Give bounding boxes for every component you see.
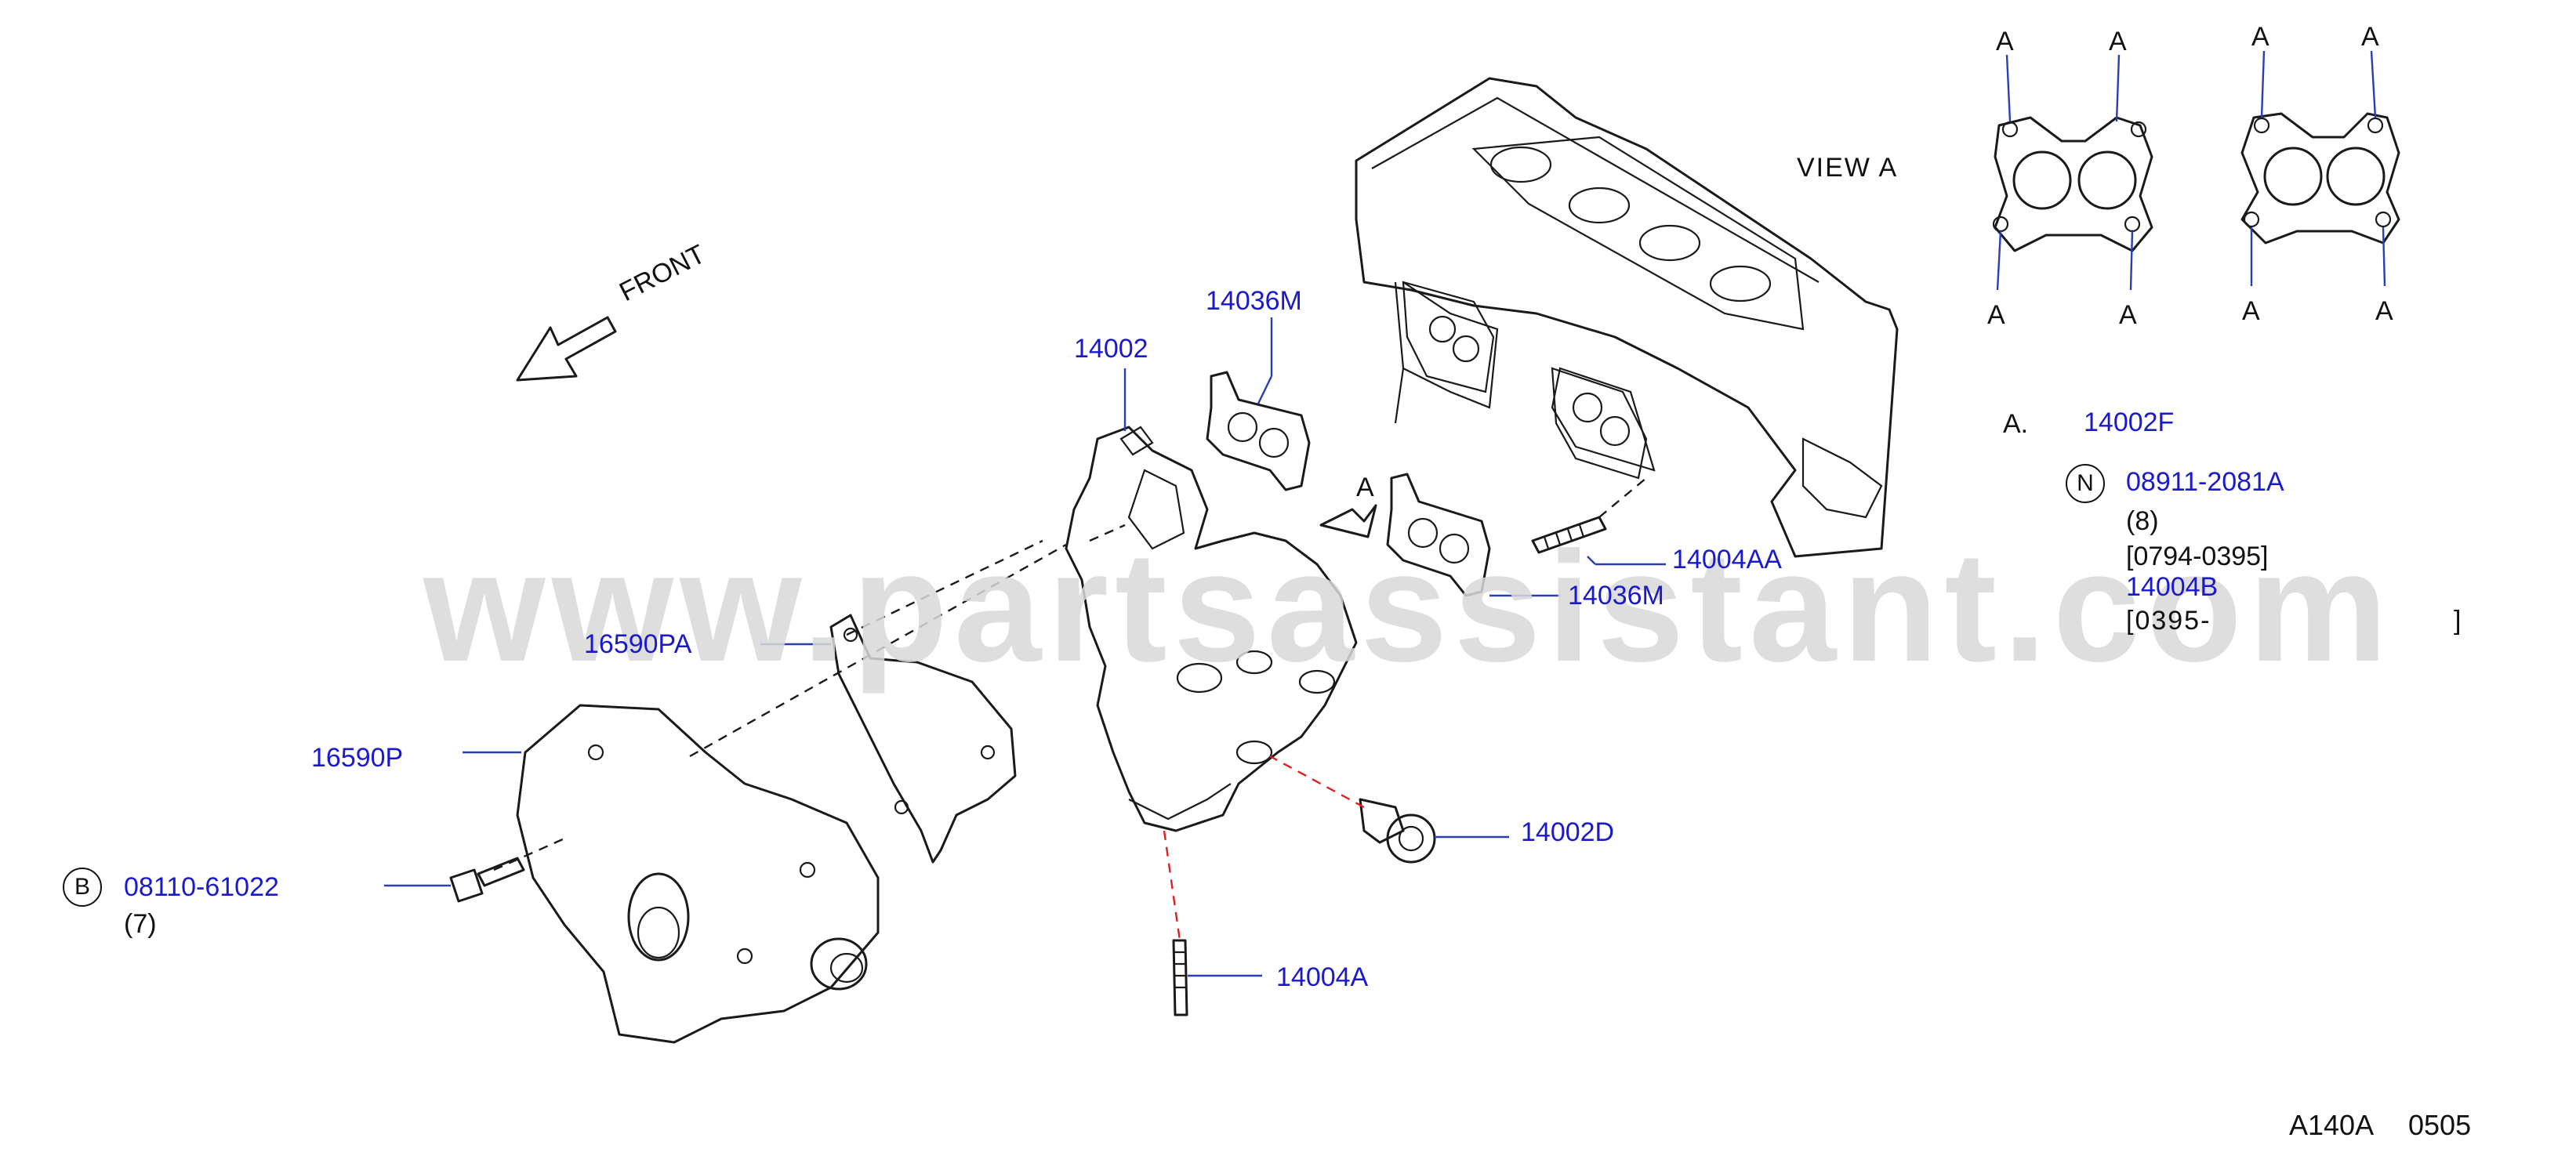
heat-shield-16590p: [516, 704, 880, 1044]
legend-range-1: [0794-0395]: [2126, 542, 2269, 571]
view-a-point: A: [2109, 27, 2127, 56]
part-label-14036m-mid[interactable]: 14036M: [1568, 581, 1664, 610]
view-a-point: A: [2251, 22, 2269, 52]
plug-14002d: [1359, 798, 1436, 864]
view-a-point: A: [2361, 22, 2379, 52]
gasket-on-head-2: [1551, 367, 1648, 480]
view-a-point: A: [2242, 296, 2260, 326]
view-a-leaders: [1996, 50, 2386, 291]
legend-range-2-close: ]: [2454, 606, 2462, 636]
gasket-14036m-top: [1206, 371, 1311, 491]
n-symbol: N: [2066, 464, 2105, 503]
front-arrow-icon: [516, 316, 617, 382]
bolt-08110-61022: [449, 857, 525, 903]
legend-qty: (8): [2126, 506, 2159, 536]
part-label-14036m-top[interactable]: 14036M: [1206, 286, 1302, 316]
part-label-08911-2081a[interactable]: 08911-2081A: [2126, 467, 2284, 497]
legend-prefix: A.: [2003, 409, 2029, 439]
part-qty-08110: (7): [124, 909, 157, 939]
watermark: www.partsassistant.com: [423, 520, 2394, 694]
view-a-point: A: [1987, 300, 2005, 330]
part-label-14004aa[interactable]: 14004AA: [1672, 545, 1782, 574]
legend-range-2-open: [0395-: [2126, 606, 2211, 636]
part-label-16590p[interactable]: 16590P: [311, 743, 404, 773]
stud-14004aa: [1531, 516, 1607, 554]
part-label-14002[interactable]: 14002: [1074, 334, 1148, 364]
heat-shield-16590pa: [829, 614, 1017, 864]
part-label-08110-61022[interactable]: 08110-61022: [124, 872, 279, 902]
part-leaders: [384, 317, 1666, 977]
view-a-gasket-left: [1992, 116, 2153, 252]
view-a-point: A: [2375, 296, 2393, 326]
diagram-code: A140A: [2289, 1109, 2375, 1141]
view-a-point: A: [1996, 27, 2014, 56]
stud-14004a: [1172, 939, 1188, 1016]
part-label-14002f[interactable]: 14002F: [2084, 408, 2175, 437]
gasket-on-head-1: [1402, 281, 1495, 393]
view-a-title: VIEW A: [1797, 153, 1899, 183]
diagram-revision: 0505: [2408, 1109, 2472, 1141]
arrow-a-label: A: [1356, 473, 1374, 502]
view-a-arrow-icon: [1319, 504, 1377, 538]
part-label-14004a[interactable]: 14004A: [1276, 962, 1369, 992]
part-label-14004b[interactable]: 14004B: [2126, 572, 2219, 602]
view-a-point: A: [2119, 300, 2137, 330]
part-label-16590pa[interactable]: 16590PA: [584, 629, 692, 659]
gasket-14036m-mid: [1386, 473, 1491, 597]
exhaust-manifold-14002: [1065, 426, 1358, 832]
part-label-14002d[interactable]: 14002D: [1521, 817, 1615, 847]
assembly-dash-lines: [493, 477, 1647, 941]
engine-cylinder-head: [1355, 77, 1899, 558]
b-symbol: B: [63, 868, 102, 907]
view-a-gasket-right: [2240, 112, 2400, 245]
